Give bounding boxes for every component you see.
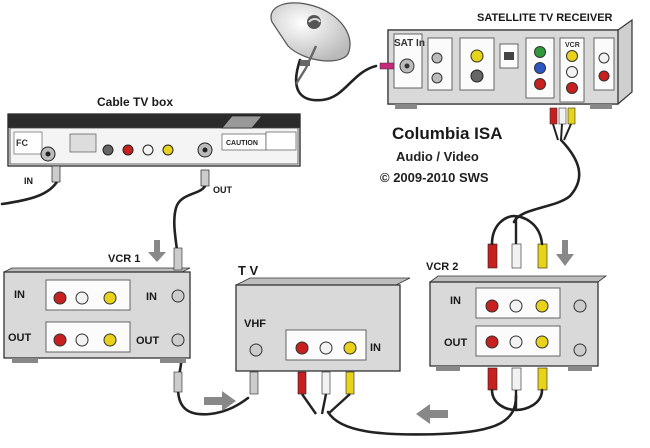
arrow-left-to-tv-icon	[416, 404, 448, 424]
tv-video[interactable]	[343, 341, 357, 355]
vcr2-plug-white-in	[511, 243, 522, 269]
receiver-plug-red	[549, 107, 558, 125]
cable-box-audio-r[interactable]	[122, 144, 134, 156]
vcr2-in-label: IN	[450, 295, 461, 307]
cable-box-svideo[interactable]	[102, 144, 114, 156]
component-pb-connector[interactable]	[534, 62, 546, 74]
flow-arrows	[148, 240, 574, 424]
cable-box-audio-l[interactable]	[142, 144, 154, 156]
vcr2-plug-yellow-in	[537, 243, 548, 269]
arrow-down-to-vcr2-icon	[556, 240, 574, 266]
tv-plug-red	[297, 371, 307, 395]
vcr2-plug-white-out	[511, 367, 522, 391]
arrow-right-to-tv-icon	[204, 391, 236, 411]
vcr2-in-video[interactable]	[535, 299, 549, 313]
tv-audio-l[interactable]	[319, 341, 333, 355]
receiver-vcr-audio-l-out[interactable]	[566, 66, 578, 78]
tv-vhf-plug	[249, 371, 259, 395]
cable-box-in-plug	[51, 165, 61, 183]
vcr2-in-audio-r[interactable]	[485, 299, 499, 313]
tv-in-label: IN	[370, 342, 381, 354]
svg-text:FC: FC	[16, 138, 28, 148]
receiver-audio-out-section	[593, 37, 615, 91]
cable-box-label: Cable TV box	[97, 95, 173, 109]
vcr1-in-audio-r[interactable]	[53, 291, 67, 305]
tv-vhf-connector[interactable]	[249, 343, 263, 357]
tv: T V VHF IN	[235, 263, 411, 415]
vcr2-plug-red-in	[487, 243, 498, 269]
vcr1: VCR 1 IN OUT IN OUT	[3, 247, 191, 393]
vcr1-out-plug	[173, 371, 183, 393]
svideo-connector[interactable]	[470, 69, 484, 83]
svg-text:CAUTION: CAUTION	[226, 140, 258, 147]
vcr1-in-plug	[173, 247, 183, 271]
receiver-plug-yellow	[567, 107, 576, 125]
credits-title: Columbia ISA	[392, 124, 503, 143]
tv-label: T V	[238, 263, 259, 278]
tv-plug-white	[321, 371, 331, 395]
vcr2-label: VCR 2	[426, 261, 458, 273]
cable-box-out-plug	[200, 169, 210, 187]
vcr2-out-audio-l[interactable]	[509, 335, 523, 349]
cable-tv-box: Cable TV box FC CAUTION IN OUT	[7, 95, 301, 195]
receiver-audio-out-l[interactable]	[598, 52, 610, 64]
optical-port[interactable]	[504, 52, 514, 60]
satellite-receiver: SATELLITE TV RECEIVER SAT In VCR	[379, 12, 633, 141]
vcr2-plug-red-out	[487, 367, 498, 391]
component-y-connector[interactable]	[534, 46, 546, 58]
tv-plug-yellow	[345, 371, 355, 395]
vcr1-in-audio-l[interactable]	[75, 291, 89, 305]
vcr1-rf-out-connector[interactable]	[171, 333, 185, 347]
vcr1-out-audio-r[interactable]	[53, 333, 67, 347]
vcr2-to-tv-cable	[326, 394, 518, 436]
satellite-dish	[270, 2, 351, 85]
receiver-audio-out-r[interactable]	[598, 70, 610, 82]
component-pr-connector[interactable]	[534, 78, 546, 90]
vcr1-rf-in-label: IN	[146, 291, 157, 303]
vcr2-out-video[interactable]	[535, 335, 549, 349]
arrow-down-to-vcr1-icon	[148, 240, 166, 262]
vcr1-in-label: IN	[14, 289, 25, 301]
offair-out-connector[interactable]	[431, 72, 443, 84]
tv-vhf-label: VHF	[244, 318, 266, 330]
cable-box-out-label: OUT	[213, 185, 233, 195]
receiver-vcr-audio-r-out[interactable]	[566, 82, 578, 94]
offair-in-connector[interactable]	[431, 52, 443, 64]
dish-lnb-icon	[300, 60, 310, 66]
vcr2: VCR 2 IN OUT	[426, 214, 608, 412]
vcr1-out-video[interactable]	[103, 333, 117, 347]
monitor-out-connector[interactable]	[470, 49, 484, 63]
receiver-to-vcr2-cable	[512, 138, 581, 224]
sat-in-plug	[379, 62, 395, 70]
wall-coax-cable	[0, 178, 60, 206]
dish-reflector	[270, 2, 351, 62]
cable-box-video[interactable]	[162, 144, 174, 156]
vcr1-out-label: OUT	[8, 332, 32, 344]
vcr1-to-tv-cable	[176, 348, 250, 416]
vcr2-rf-out-connector[interactable]	[573, 343, 587, 357]
cable-box-in-label: IN	[24, 176, 33, 186]
vcr1-rf-in-connector[interactable]	[171, 289, 185, 303]
credits-copyright: © 2009-2010 SWS	[380, 170, 489, 185]
vcr1-in-video[interactable]	[103, 291, 117, 305]
vcr1-label: VCR 1	[108, 253, 140, 265]
satellite-receiver-label: SATELLITE TV RECEIVER	[477, 12, 613, 24]
vcr2-in-audio-l[interactable]	[509, 299, 523, 313]
vcr2-plug-yellow-out	[537, 367, 548, 391]
fcc-label	[13, 131, 43, 155]
receiver-plug-white	[558, 107, 567, 125]
sat-in-label: SAT In	[394, 38, 425, 49]
receiver-vcr-video-out[interactable]	[566, 50, 578, 62]
receiver-vcr-label: VCR	[565, 42, 580, 49]
vcr2-out-label: OUT	[444, 337, 468, 349]
vcr2-rf-in-connector[interactable]	[573, 299, 587, 313]
credits-subtitle: Audio / Video	[396, 149, 479, 164]
vcr2-out-audio-r[interactable]	[485, 335, 499, 349]
vcr1-rf-out-label: OUT	[136, 335, 160, 347]
tv-audio-r[interactable]	[295, 341, 309, 355]
credits: Columbia ISA Audio / Video © 2009-2010 S…	[380, 124, 503, 185]
vcr1-out-audio-l[interactable]	[75, 333, 89, 347]
